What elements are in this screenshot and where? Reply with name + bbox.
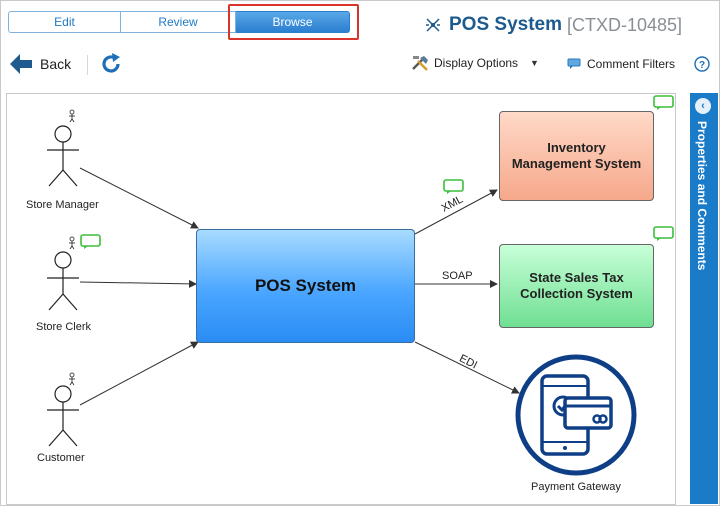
- toolbar-divider: [87, 55, 88, 75]
- refresh-icon: [102, 53, 120, 73]
- refresh-button[interactable]: [99, 52, 123, 81]
- tab-review[interactable]: Review: [121, 11, 236, 33]
- mobile-payment-icon: [540, 374, 613, 456]
- title-code: [CTXD-10485]: [567, 14, 683, 35]
- properties-comments-panel[interactable]: ‹ Properties and Comments: [690, 93, 718, 504]
- display-options-dropdown[interactable]: Display Options ▼: [411, 55, 539, 71]
- pos-system-label: POS System: [254, 276, 357, 295]
- tax-label-line2: Collection System: [520, 286, 633, 301]
- comment-icon[interactable]: [653, 226, 675, 242]
- tab-browse[interactable]: Browse: [236, 11, 350, 33]
- comment-icon[interactable]: [80, 234, 102, 250]
- comment-icon[interactable]: [653, 95, 675, 111]
- display-options-label: Display Options: [434, 56, 519, 70]
- actor-store-manager-figure[interactable]: [43, 108, 83, 188]
- tab-edit[interactable]: Edit: [8, 11, 121, 33]
- actor-type-icon: [69, 372, 75, 386]
- comment-filters-label: Comment Filters: [587, 57, 676, 71]
- comment-filter-icon: [567, 58, 581, 69]
- tax-label-line1: State Sales Tax: [529, 270, 624, 285]
- page-title: POS System [CTXD-10485]: [425, 13, 682, 37]
- actor-store-manager-label: Store Manager: [26, 199, 99, 211]
- panel-gutter: [676, 93, 690, 504]
- title-name: POS System: [449, 14, 562, 35]
- help-icon: ?: [694, 56, 710, 72]
- actor-type-icon: [69, 109, 75, 123]
- help-button[interactable]: ?: [694, 56, 710, 77]
- pos-system-node[interactable]: POS System: [196, 229, 415, 343]
- chevron-left-icon[interactable]: ‹: [695, 98, 711, 114]
- mode-tabs: Edit Review Browse: [8, 11, 350, 33]
- payment-gateway-label: Payment Gateway: [531, 481, 621, 493]
- back-arrow-icon: [10, 54, 32, 74]
- context-diagram-icon: [426, 18, 440, 32]
- comment-filters-button[interactable]: Comment Filters: [567, 57, 675, 71]
- inventory-system-node[interactable]: Inventory Management System: [499, 111, 654, 201]
- connector-soap-label: SOAP: [442, 270, 473, 282]
- inventory-label-line1: Inventory: [547, 140, 606, 155]
- actor-store-clerk-label: Store Clerk: [36, 321, 92, 333]
- side-panel-label: Properties and Comments: [695, 121, 709, 271]
- browse-tab-highlight: [228, 4, 359, 40]
- chevron-down-icon: ▼: [530, 58, 539, 68]
- comment-icon[interactable]: [443, 179, 465, 195]
- tools-icon: [412, 56, 428, 71]
- back-button[interactable]: Back: [10, 54, 71, 74]
- payment-gateway-node[interactable]: [515, 354, 637, 476]
- actor-store-clerk-figure[interactable]: [43, 232, 83, 312]
- actor-type-icon: [69, 236, 75, 250]
- inventory-label-line2: Management System: [511, 156, 642, 171]
- actor-customer-label: Customer: [37, 452, 85, 464]
- actor-customer-figure[interactable]: [43, 370, 83, 450]
- back-label: Back: [40, 56, 72, 72]
- tax-system-node[interactable]: State Sales Tax Collection System: [499, 244, 654, 328]
- svg-text:?: ?: [699, 60, 705, 71]
